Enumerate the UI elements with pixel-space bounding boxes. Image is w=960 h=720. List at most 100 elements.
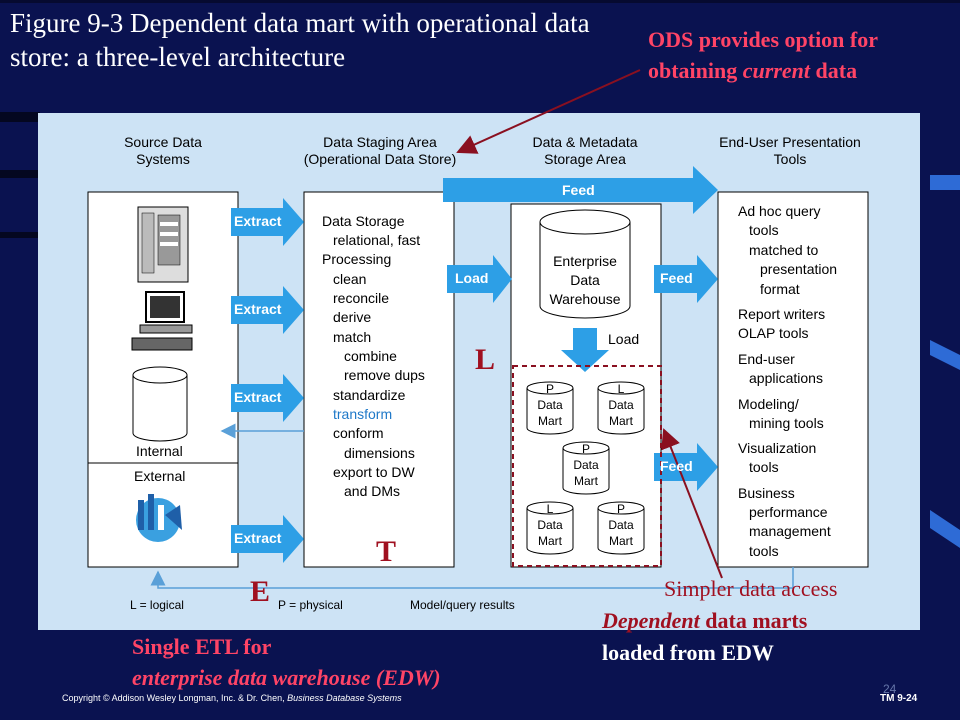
data-storage-heading: Data Storage [322, 213, 405, 229]
edw-note: enterprise data warehouse (EDW) [132, 665, 441, 690]
internal-database-icon [132, 366, 188, 442]
processing-heading: Processing [322, 251, 392, 267]
extract-label-3: Extract [234, 389, 282, 405]
letter-e: E [250, 575, 271, 608]
data-marts-region [512, 365, 662, 567]
presentation-tools-heading: End-User Presentation Tools [719, 134, 861, 167]
external-label: External [134, 468, 186, 484]
enterprise-data-warehouse-icon [539, 209, 631, 319]
tool-business-line3: tools [749, 543, 779, 559]
legend-physical: P = physical [278, 598, 343, 612]
tool-enduser-title: End-user [738, 351, 795, 367]
dependent-rest: data marts [699, 608, 808, 633]
processing-step-export: export to DW [333, 464, 415, 480]
feed-arrow-top [443, 166, 718, 214]
data-mart-tag: P [581, 442, 590, 456]
extract-label-4: Extract [234, 530, 282, 546]
copyright-book: Business Database Systems [287, 693, 402, 703]
dependent-marts-note: Dependent data marts [602, 607, 807, 635]
processing-step-conform: conform [333, 425, 384, 441]
server-icon [137, 206, 189, 283]
tool-visualization-line1: tools [749, 459, 779, 475]
data-mart-cylinder-5 [597, 501, 645, 555]
staging-area-heading: Data Staging Area (Operational Data Stor… [303, 134, 457, 167]
data-mart-tag: P [616, 502, 625, 516]
computer-icon [131, 291, 193, 351]
source-systems-heading: Source Data Systems [124, 134, 202, 167]
processing-step-combine: combine [344, 348, 397, 364]
data-mart-word: Data [608, 518, 634, 532]
data-mart-word: Data [537, 398, 563, 412]
load-label: Load [455, 270, 489, 286]
processing-step-transform: transform [333, 406, 393, 422]
load-arrow [447, 255, 512, 303]
edw-label-line3: Warehouse [549, 291, 621, 307]
processing-step-and-dms: and DMs [344, 483, 401, 499]
legend-logical: L = logical [130, 598, 184, 612]
tool-enduser-line1: applications [749, 370, 823, 386]
copyright-notice: Copyright © Addison Wesley Longman, Inc.… [62, 693, 402, 703]
processing-step-reconcile: reconcile [333, 290, 390, 306]
data-mart-word2: Mart [609, 534, 633, 548]
tool-business-line1: performance [749, 504, 828, 520]
data-mart-tag: P [545, 382, 554, 396]
tool-report-line1: OLAP tools [738, 325, 809, 341]
ods-note-prefix: ODS provides option for obtaining [648, 27, 878, 83]
data-mart-word2: Mart [538, 414, 562, 428]
feed-arrow-middle [654, 255, 718, 303]
data-mart-word2: Mart [609, 414, 633, 428]
staging-area-box [303, 191, 455, 568]
data-mart-tag: L [546, 502, 554, 516]
tool-adhoc-line3: presentation [760, 261, 838, 277]
data-mart-word: Data [573, 458, 599, 472]
model-results-arrow [150, 567, 794, 589]
data-mart-cylinder-4 [526, 501, 574, 555]
processing-step-dimensions: dimensions [344, 445, 415, 461]
page-title: Figure 9-3 Dependent data mart with oper… [10, 8, 590, 72]
feed-label-top: Feed [562, 182, 595, 198]
extract-arrow-4 [231, 515, 304, 563]
storage-area-heading: Data & Metadata Storage Area [532, 134, 638, 167]
tool-adhoc-title: Ad hoc query [738, 203, 821, 219]
copyright-prefix: Copyright © Addison Wesley Longman, Inc.… [62, 693, 288, 703]
extract-arrow-2 [231, 286, 304, 334]
tool-visualization-title: Visualization [738, 440, 817, 456]
processing-step-remove-dups: remove dups [344, 367, 425, 383]
data-mart-word: Data [537, 518, 563, 532]
data-mart-word2: Mart [574, 474, 598, 488]
tool-business-title: Business [738, 485, 795, 501]
single-etl-note: Single ETL for [132, 634, 272, 659]
feed-label-middle: Feed [660, 270, 693, 286]
data-mart-cylinder-3 [562, 441, 610, 495]
processing-step-clean: clean [333, 271, 367, 287]
tool-modeling-title: Modeling/ [738, 396, 799, 412]
extract-label-2: Extract [234, 301, 282, 317]
load-down-label: Load [608, 331, 640, 347]
ods-note: ODS provides option for obtaining curren… [648, 24, 953, 86]
simpler-access-callout-arrow [661, 428, 723, 579]
feed-label-marts: Feed [660, 458, 693, 474]
extract-label-1: Extract [234, 213, 282, 229]
data-storage-detail: relational, fast [333, 232, 421, 248]
load-down-arrow [561, 328, 609, 372]
letter-t: T [376, 535, 397, 568]
ods-callout-arrow [456, 69, 641, 154]
extract-arrow-3 [231, 374, 304, 422]
extract-arrow-1 [231, 198, 304, 246]
tool-report-title: Report writers [738, 306, 826, 322]
edw-label-line2: Data [570, 272, 600, 288]
tool-adhoc-line1: tools [749, 222, 779, 238]
data-mart-cylinder-1 [526, 381, 574, 435]
loaded-from-edw-note: loaded from EDW [602, 640, 774, 665]
presentation-tools-box [717, 191, 869, 568]
internal-label: Internal [136, 443, 183, 459]
letter-l: L [475, 343, 496, 376]
data-mart-word: Data [608, 398, 634, 412]
processing-step-standardize: standardize [333, 387, 406, 403]
